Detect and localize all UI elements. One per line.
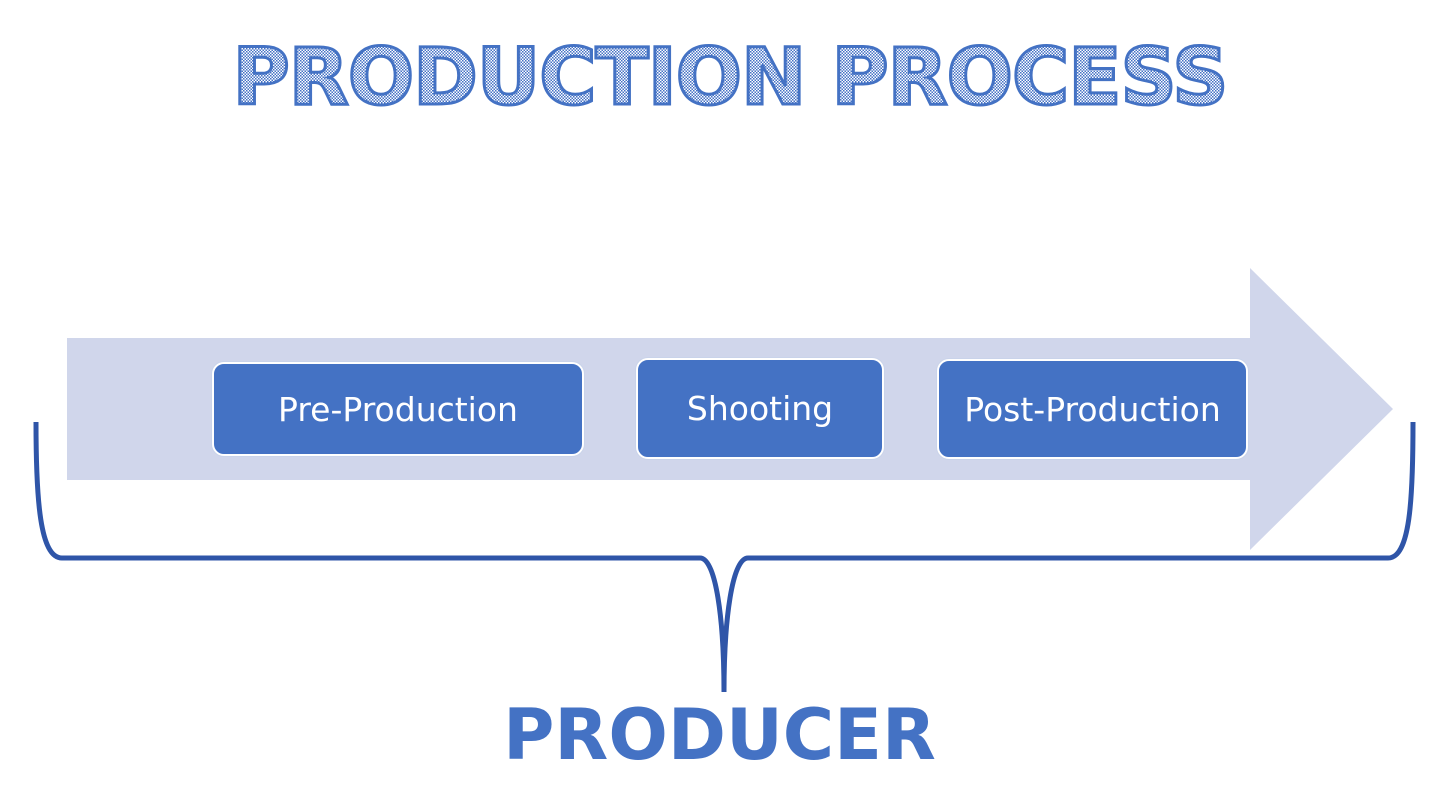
- step-label: Post-Production: [964, 389, 1221, 429]
- step-shooting: Shooting: [636, 358, 884, 459]
- producer-brace: [33, 421, 1416, 693]
- step-post-production: Post-Production: [937, 359, 1248, 459]
- step-pre-production: Pre-Production: [212, 362, 584, 456]
- producer-label: PRODUCER: [503, 694, 936, 776]
- step-label: Pre-Production: [278, 389, 518, 429]
- page-title: PRODUCTION PROCESS: [233, 33, 1228, 123]
- step-label: Shooting: [686, 389, 834, 428]
